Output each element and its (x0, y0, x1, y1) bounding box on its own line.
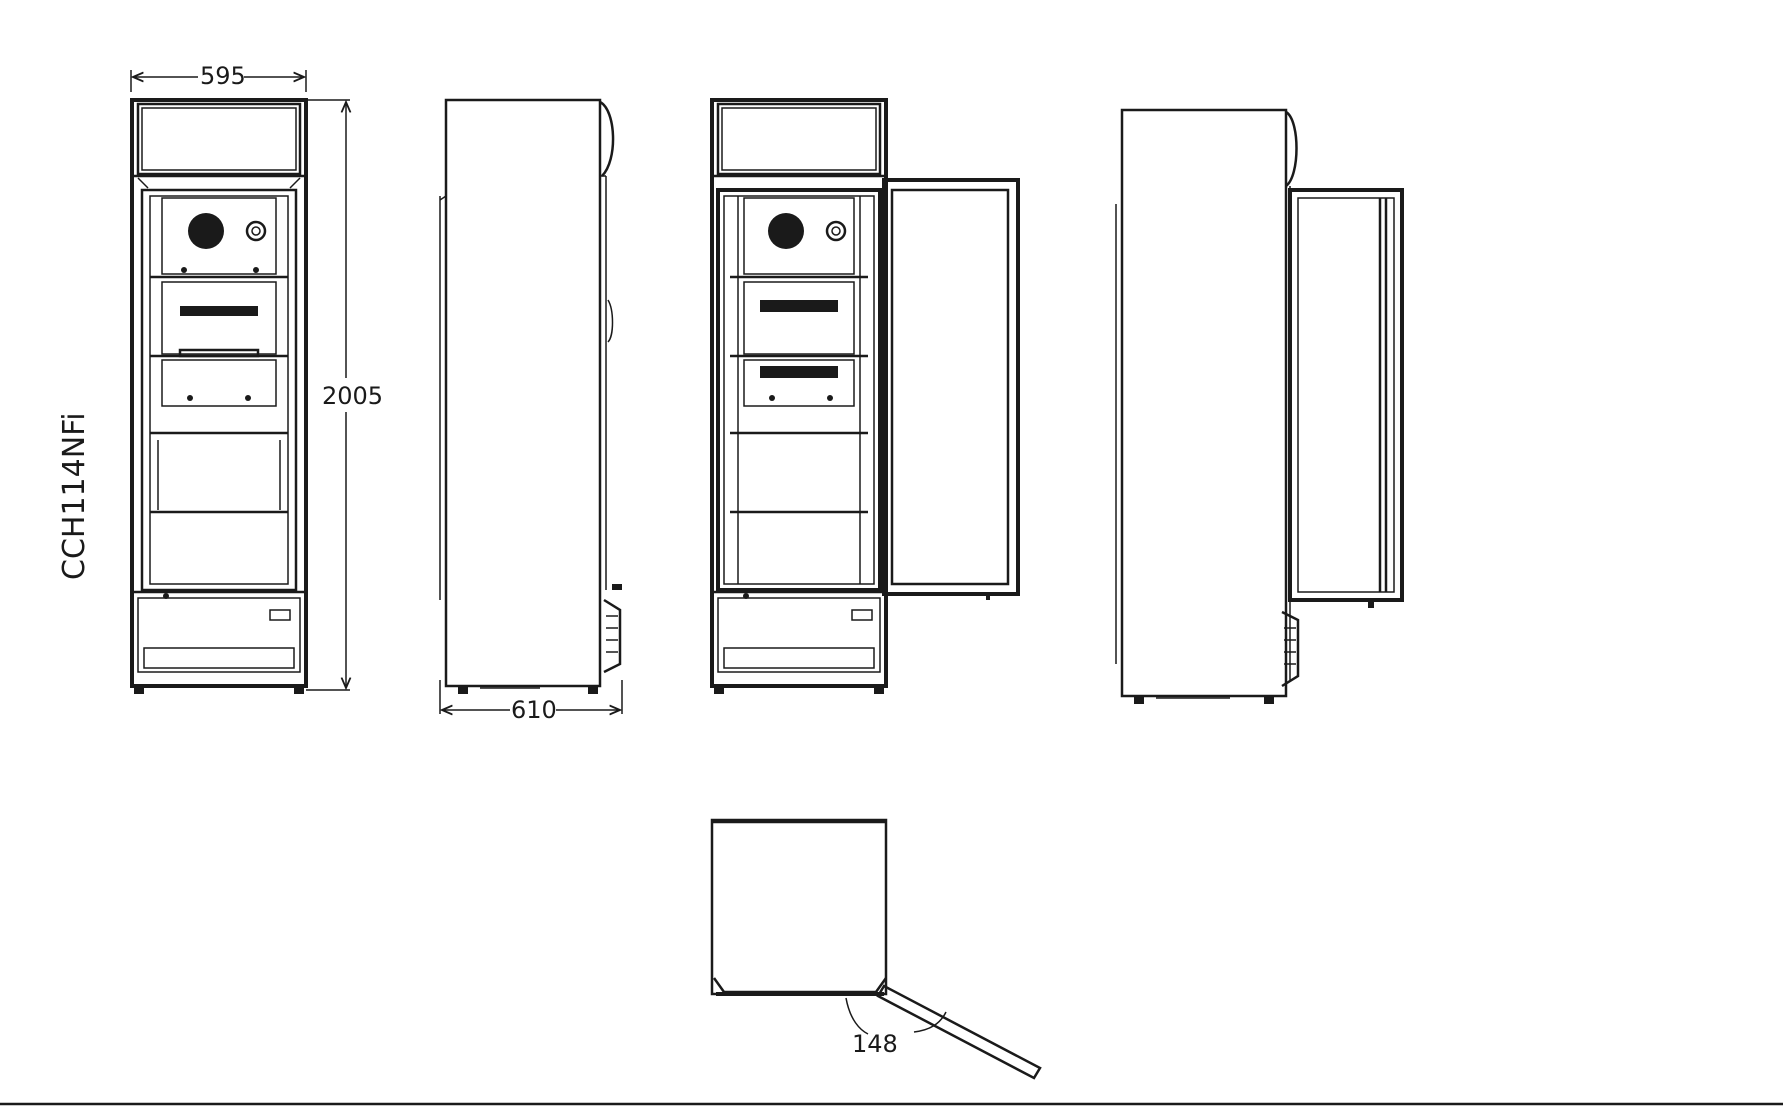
height-dimension: 2005 (306, 99, 383, 691)
width-dimension: 595 (130, 62, 307, 92)
depth-dimension: 610 (439, 680, 623, 724)
top-view-door-swing: 148 (710, 818, 1042, 1080)
door-angle-dimension-label: 148 (852, 1030, 898, 1058)
side-view-door-open (1115, 108, 1404, 704)
side-view: 610 (439, 98, 623, 724)
model-label: CCH114NFi (57, 412, 92, 580)
width-dimension-label: 595 (200, 62, 246, 90)
height-dimension-label: 2005 (322, 382, 383, 410)
depth-dimension-label: 610 (511, 696, 557, 724)
door-angle-dimension: 148 (845, 997, 947, 1058)
front-view: 595 2005 (130, 62, 383, 694)
front-view-door-open (710, 98, 1020, 694)
